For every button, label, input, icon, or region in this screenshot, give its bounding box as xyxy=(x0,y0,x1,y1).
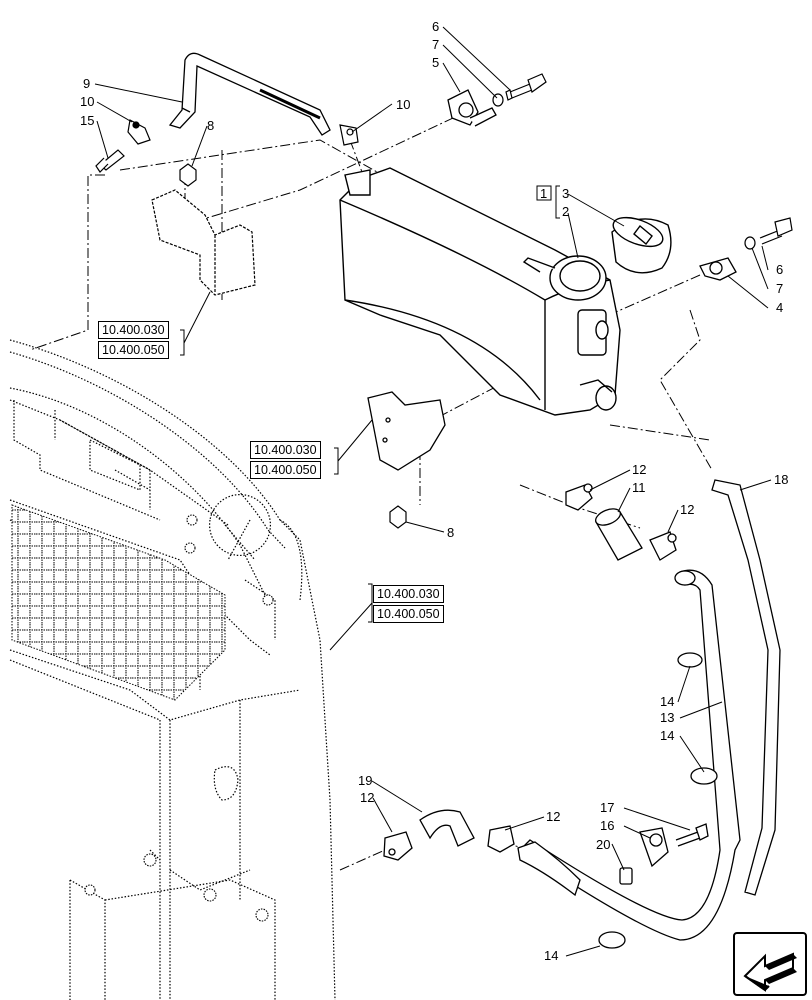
callout-4: 4 xyxy=(776,300,783,315)
breather-hose xyxy=(168,52,331,136)
callout-leaders xyxy=(94,26,772,957)
bracket-lower xyxy=(367,391,446,471)
callout-14b: 14 xyxy=(660,728,674,743)
callout-1: 1 xyxy=(540,186,547,201)
callout-12b: 12 xyxy=(680,502,694,517)
callout-2: 2 xyxy=(562,204,569,219)
ref-box-3b[interactable]: 10.400.050 xyxy=(373,605,444,623)
callout-numbers: 9 10 15 8 10 6 7 5 1 3 2 6 7 4 8 12 11 1… xyxy=(80,19,788,963)
callout-15: 15 xyxy=(80,113,94,128)
callout-7b: 7 xyxy=(776,281,783,296)
bolt-right xyxy=(744,217,793,250)
hose-fittings xyxy=(95,119,359,173)
callout-11: 11 xyxy=(632,480,646,495)
radiator-grille xyxy=(11,504,226,701)
ref-box-1a[interactable]: 10.400.030 xyxy=(98,321,169,339)
back-navigation-button[interactable] xyxy=(733,932,807,996)
clamp-4 xyxy=(699,257,737,281)
callout-3: 3 xyxy=(562,186,569,201)
callout-8b: 8 xyxy=(447,525,454,540)
back-arrow-icon xyxy=(743,952,797,992)
callout-6a: 6 xyxy=(432,19,439,34)
ref-box-2a[interactable]: 10.400.030 xyxy=(250,441,321,459)
callout-12d: 12 xyxy=(546,809,560,824)
callout-10b: 10 xyxy=(396,97,410,112)
bolt-upper xyxy=(492,73,547,107)
callout-14a: 14 xyxy=(660,694,674,709)
callout-7a: 7 xyxy=(432,37,439,52)
kit-bracket xyxy=(555,185,560,219)
callout-16: 16 xyxy=(600,818,614,833)
hose-assembly xyxy=(383,479,781,949)
expansion-tank xyxy=(339,167,621,416)
frame-bolts xyxy=(84,514,274,922)
callout-12a: 12 xyxy=(632,462,646,477)
ref-box-2b[interactable]: 10.400.050 xyxy=(250,461,321,479)
ref-box-3a[interactable]: 10.400.030 xyxy=(373,585,444,603)
callout-9: 9 xyxy=(83,76,90,91)
tank-cap xyxy=(611,216,672,274)
callout-8a: 8 xyxy=(207,118,214,133)
callout-20: 20 xyxy=(596,837,610,852)
callout-10a: 10 xyxy=(80,94,94,109)
nut-upper xyxy=(179,163,197,187)
callout-6b: 6 xyxy=(776,262,783,277)
callout-12c: 12 xyxy=(360,790,374,805)
bracket-left xyxy=(151,189,256,296)
filler-neck xyxy=(522,255,607,301)
nut-lower xyxy=(389,505,407,529)
callout-14c: 14 xyxy=(544,948,558,963)
callout-19: 19 xyxy=(358,773,372,788)
callout-17: 17 xyxy=(600,800,614,815)
kit-box xyxy=(536,185,552,201)
ref-connectors xyxy=(180,291,373,651)
callout-13: 13 xyxy=(660,710,674,725)
callout-5: 5 xyxy=(432,55,439,70)
ref-box-1b[interactable]: 10.400.050 xyxy=(98,341,169,359)
callout-18: 18 xyxy=(774,472,788,487)
clamp-5 xyxy=(447,89,497,127)
